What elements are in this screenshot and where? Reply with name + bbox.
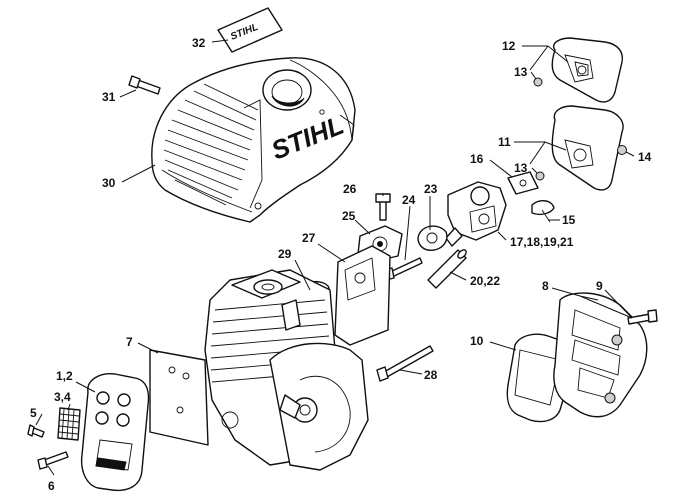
callout-14: 14 — [638, 150, 652, 164]
gasket-16 — [507, 171, 539, 195]
callout-26: 26 — [343, 182, 357, 196]
nut-13a — [533, 77, 543, 87]
baffle-plate-27 — [334, 245, 391, 346]
screw-5 — [27, 424, 45, 438]
callout-27: 27 — [302, 231, 316, 245]
filter-cover-11 — [535, 105, 627, 191]
callout-13b: 13 — [514, 161, 528, 175]
gasket-23 — [417, 225, 448, 251]
screw-28 — [376, 345, 434, 382]
callout-labels: 32 31 30 12 13 11 13 14 16 15 17,18,19,2… — [30, 36, 652, 493]
spark-screen — [57, 407, 81, 441]
callout-11: 11 — [498, 135, 511, 149]
callout-12: 12 — [502, 39, 516, 53]
callout-7: 7 — [126, 335, 133, 349]
screw-26 — [375, 193, 391, 221]
shroud-grille — [163, 83, 263, 209]
nut-14 — [617, 145, 627, 155]
callout-28: 28 — [424, 368, 438, 382]
callout-29: 29 — [278, 247, 292, 261]
callout-9: 9 — [596, 279, 603, 293]
callout-1-2: 1,2 — [56, 369, 73, 383]
callout-10: 10 — [470, 334, 484, 348]
callout-30: 30 — [102, 176, 116, 190]
callout-3-4: 3,4 — [54, 390, 71, 404]
callout-8: 8 — [542, 279, 549, 293]
muffler — [80, 373, 150, 492]
callout-24: 24 — [402, 193, 416, 207]
callout-13a: 13 — [514, 65, 528, 79]
callout-17-18-19-21: 17,18,19,21 — [510, 235, 574, 249]
callout-31: 31 — [102, 90, 116, 104]
decal: STIHL — [217, 7, 283, 53]
filter-housing-8 — [553, 292, 648, 418]
callout-20-22: 20,22 — [470, 274, 500, 288]
callout-23: 23 — [424, 182, 438, 196]
leader-lines — [35, 39, 635, 476]
shroud-cover: STIHL — [151, 57, 356, 223]
screw-6 — [37, 451, 69, 470]
screw-31 — [128, 75, 161, 95]
screw-9 — [627, 309, 658, 325]
intake-hose — [427, 249, 467, 289]
callout-15: 15 — [562, 213, 576, 227]
nut-13b — [535, 171, 545, 181]
filter-cover-12 — [533, 37, 624, 103]
engine-block — [204, 269, 369, 471]
gasket-7 — [149, 349, 209, 446]
choke-lever-15 — [531, 200, 555, 216]
callout-25: 25 — [342, 209, 356, 223]
carburetor — [445, 171, 555, 247]
callout-5: 5 — [30, 406, 37, 420]
callout-32: 32 — [192, 36, 206, 50]
callout-16: 16 — [470, 152, 484, 166]
callout-6: 6 — [48, 479, 55, 493]
